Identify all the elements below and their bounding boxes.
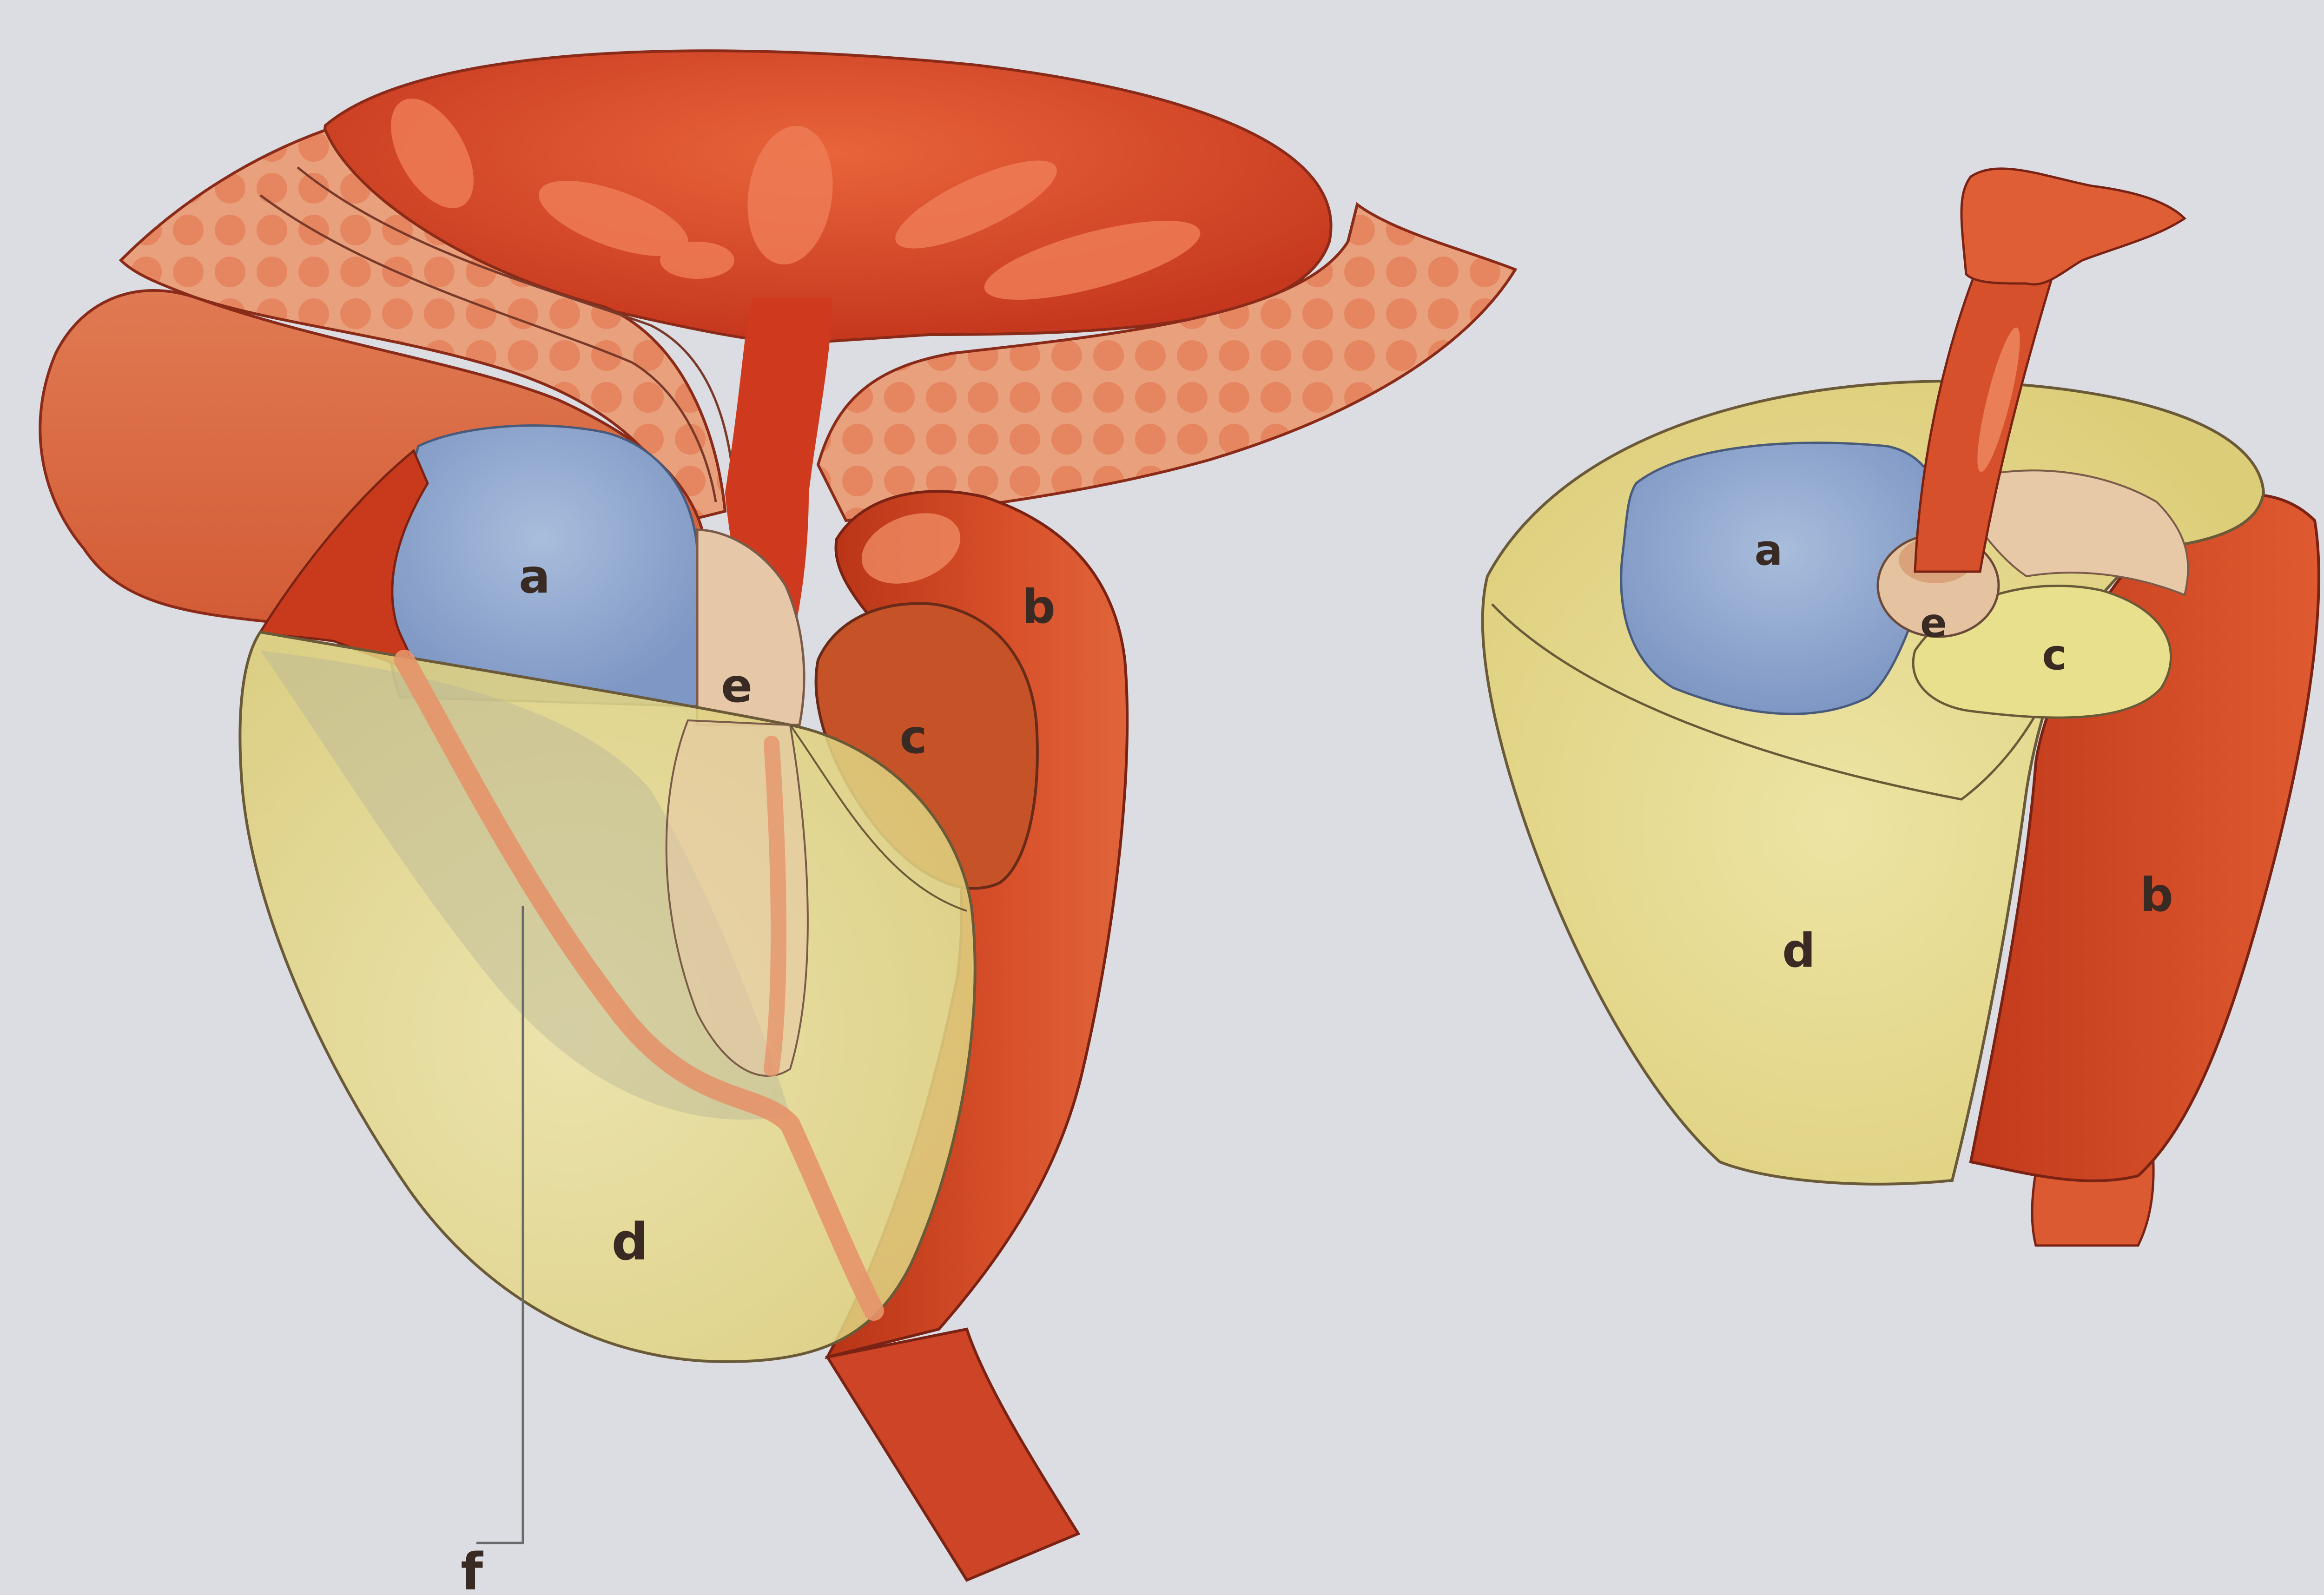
label-d-right: d bbox=[1782, 923, 1816, 978]
label-f-left: f bbox=[461, 1542, 483, 1593]
label-c-left: c bbox=[899, 710, 927, 764]
left-figure: a b c d e f bbox=[40, 51, 1515, 1593]
label-b-left: b bbox=[1022, 580, 1056, 634]
duct-branch bbox=[772, 744, 779, 1069]
urethra-tube-top bbox=[1961, 169, 2185, 284]
label-b-right: b bbox=[2140, 868, 2173, 922]
label-e-right: e bbox=[1920, 600, 1947, 646]
label-a-right: a bbox=[1755, 526, 1783, 575]
label-e-left: e bbox=[721, 659, 753, 713]
urethra-lower-left bbox=[827, 1329, 1078, 1580]
label-a-left: a bbox=[519, 549, 550, 604]
label-c-right: c bbox=[2042, 631, 2067, 679]
label-d-left: d bbox=[612, 1212, 648, 1272]
right-figure: a b c d e bbox=[1483, 169, 2319, 1246]
